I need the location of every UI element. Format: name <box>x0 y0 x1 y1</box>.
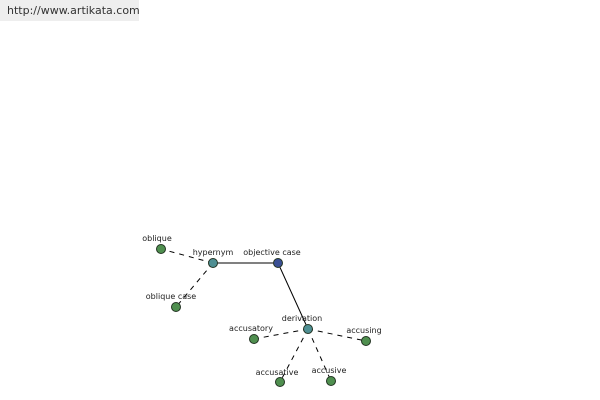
node-accusatory[interactable] <box>249 334 259 344</box>
label-oblique[interactable]: oblique <box>142 234 172 243</box>
label-derivation[interactable]: derivation <box>282 314 322 323</box>
node-accusing[interactable] <box>361 336 371 346</box>
node-hypernym[interactable] <box>208 258 218 268</box>
label-hypernym[interactable]: hypernym <box>193 248 234 257</box>
node-oblique-case[interactable] <box>171 302 181 312</box>
label-oblique-case[interactable]: oblique case <box>146 292 197 301</box>
label-objective-case[interactable]: objective case <box>243 248 301 257</box>
url-banner[interactable]: http://www.artikata.com <box>0 0 140 21</box>
node-accusive[interactable] <box>326 376 336 386</box>
edge-objective-case-derivation <box>277 262 309 330</box>
node-derivation[interactable] <box>303 324 313 334</box>
label-accusing[interactable]: accusing <box>346 326 381 335</box>
node-oblique[interactable] <box>156 244 166 254</box>
edge-hypernym-oblique <box>160 248 214 264</box>
labels-layer: objective case hypernym derivation oblique o… <box>142 234 381 377</box>
node-objective-case[interactable] <box>273 258 283 268</box>
label-accusive[interactable]: accusive <box>312 366 347 375</box>
label-accusative[interactable]: accusative <box>256 368 299 377</box>
label-accusatory[interactable]: accusatory <box>229 324 273 333</box>
nodes-layer <box>156 244 371 387</box>
edges-layer <box>160 248 367 383</box>
node-accusative[interactable] <box>275 377 285 387</box>
url-link[interactable]: http://www.artikata.com <box>7 4 140 17</box>
